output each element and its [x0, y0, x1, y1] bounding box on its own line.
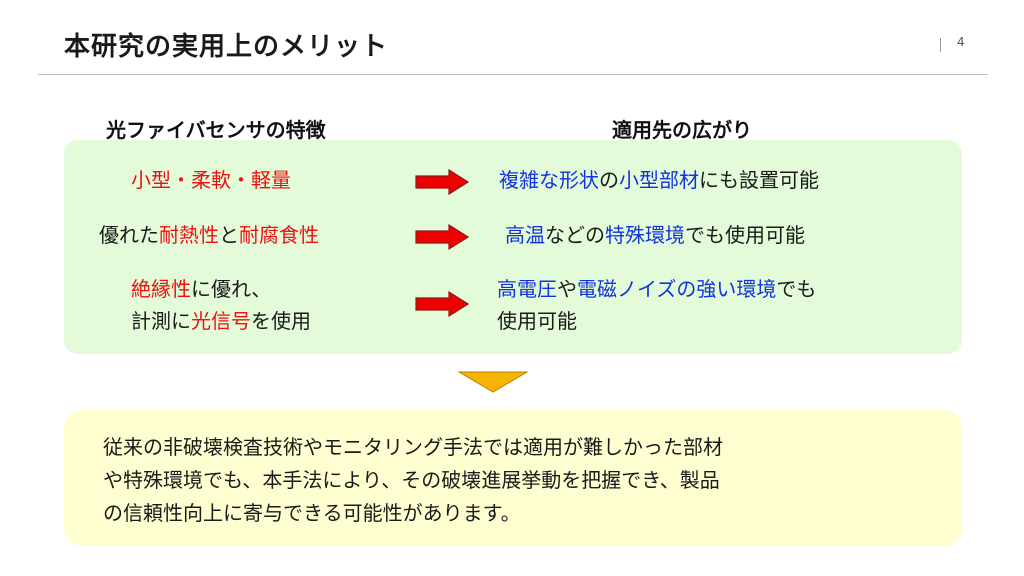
feature-text: 計測に: [131, 309, 191, 333]
feature-text: 小型: [131, 168, 171, 192]
application-row-2: 高温などの特殊環境でも使用可能: [505, 219, 805, 251]
conclusion-line: や特殊環境でも、本手法により、その破壊進展挙動を把握でき、製品: [103, 468, 720, 492]
conclusion-panel: [64, 410, 962, 546]
right-arrow-icon: [415, 291, 469, 317]
title-divider: [38, 74, 988, 75]
feature-text: と: [219, 223, 239, 247]
feature-text: 柔軟: [191, 168, 231, 192]
application-text: でも: [776, 277, 817, 301]
application-text: でも使用可能: [685, 223, 805, 247]
feature-text: 軽量: [251, 168, 291, 192]
down-arrow-icon: [458, 371, 528, 393]
features-panel: [64, 140, 962, 354]
application-text: の: [599, 168, 619, 192]
right-arrow-icon: [415, 169, 469, 195]
application-text: 使用可能: [497, 309, 577, 333]
feature-text: 光信号: [191, 309, 251, 333]
feature-text: 耐熱性: [159, 223, 219, 247]
application-text: 高電圧: [497, 277, 557, 301]
application-text: や: [557, 277, 577, 301]
page-number: 4: [957, 35, 965, 49]
application-row-1: 複雑な形状の小型部材にも設置可能: [499, 164, 819, 196]
feature-row-1: 小型・柔軟・軽量: [131, 164, 291, 196]
right-column-header: 適用先の広がり: [612, 118, 752, 142]
feature-text: ・: [171, 168, 191, 192]
application-text: にも設置可能: [699, 168, 819, 192]
application-row-3: 高電圧や電磁ノイズの強い環境でも 使用可能: [497, 273, 816, 337]
conclusion-text: 従来の非破壊検査技術やモニタリング手法では適用が難しかった部材 や特殊環境でも、…: [103, 431, 923, 530]
conclusion-line: 従来の非破壊検査技術やモニタリング手法では適用が難しかった部材: [103, 435, 723, 459]
feature-row-3: 絶縁性に優れ、 計測に光信号を使用: [131, 273, 311, 337]
left-column-header: 光ファイバセンサの特徴: [106, 118, 326, 142]
application-text: 小型部材: [619, 168, 699, 192]
slide-title: 本研究の実用上のメリット: [64, 32, 389, 62]
feature-text: ・: [231, 168, 251, 192]
application-text: などの: [545, 223, 605, 247]
feature-text: を使用: [251, 309, 311, 333]
application-text: 特殊環境: [605, 223, 685, 247]
feature-row-2: 優れた耐熱性と耐腐食性: [99, 219, 319, 251]
feature-text: 耐腐食性: [239, 223, 319, 247]
feature-text: 優れた: [99, 223, 159, 247]
feature-text: 絶縁性: [131, 277, 191, 301]
conclusion-line: の信頼性向上に寄与できる可能性があります。: [103, 501, 521, 525]
right-arrow-icon: [415, 224, 469, 250]
application-text: 高温: [505, 223, 545, 247]
application-text: 電磁ノイズの強い環境: [577, 277, 777, 301]
page-separator: [940, 38, 941, 52]
application-text: 複雑な形状: [499, 168, 599, 192]
feature-text: に優れ、: [191, 277, 272, 301]
